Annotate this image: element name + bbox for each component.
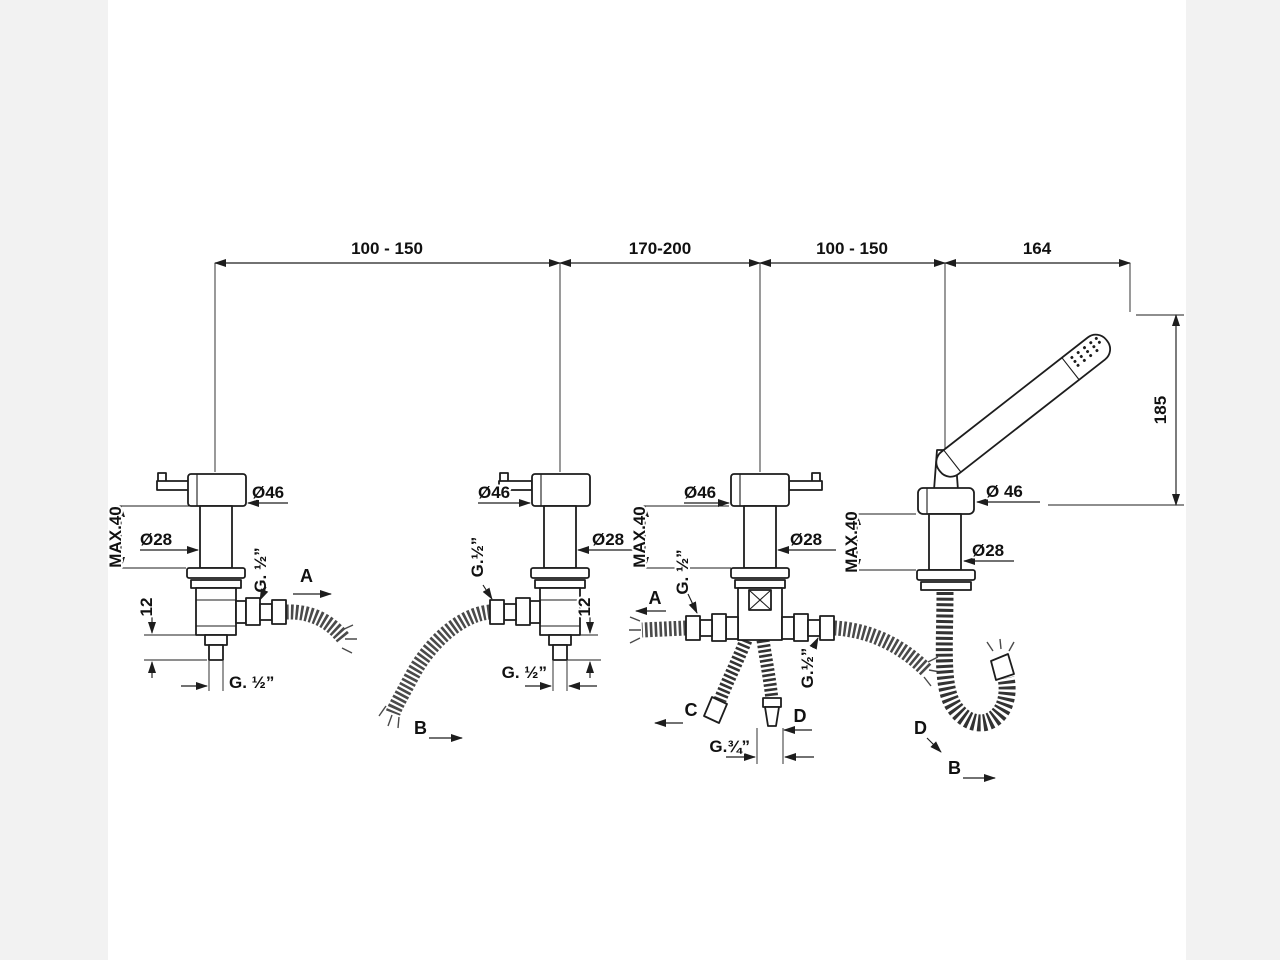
- handshower-port-d: D: [914, 718, 927, 738]
- valve-left-shank-diameter: Ø28: [140, 530, 172, 549]
- valve-middle-side-thread: G.½”: [468, 537, 487, 578]
- mixer: Ø46 Ø28 MAX.40 G. ½” A G.½” C D G.¾”: [628, 472, 941, 764]
- mixer-port-c: C: [685, 700, 698, 720]
- handshower: Ø 46 Ø28 MAX.40 D B: [840, 333, 1112, 782]
- valve-left: Ø46 Ø28 MAX.40 12 G. ½” A G. ½”: [104, 472, 357, 694]
- handshower-base-diameter: Ø 46: [986, 482, 1023, 501]
- height-dimension: 185: [1048, 314, 1184, 506]
- dim-height: 185: [1151, 396, 1170, 424]
- dim-span-4: 164: [1023, 239, 1052, 258]
- dim-span-2: 170-200: [629, 239, 691, 258]
- handshower-port-b: B: [948, 758, 961, 778]
- top-dimension-chain: 100 - 150 170-200 100 - 150 164: [214, 237, 1131, 472]
- mixer-left-thread: G. ½”: [673, 549, 692, 594]
- valve-left-port-a: A: [300, 566, 313, 586]
- mixer-max-thickness: MAX.40: [630, 506, 649, 567]
- valve-middle-body-diameter: Ø46: [478, 483, 510, 502]
- mixer-right-thread: G.½”: [798, 648, 817, 689]
- valve-left-side-thread: G. ½”: [251, 547, 270, 592]
- valve-middle-bottom-thread: G. ½”: [502, 663, 547, 682]
- mixer-port-a: A: [649, 588, 662, 608]
- drawing-canvas: [108, 0, 1186, 960]
- valve-left-max-thickness: MAX.40: [106, 506, 125, 567]
- handshower-shank-diameter: Ø28: [972, 541, 1004, 560]
- valve-middle-port-b: B: [414, 718, 427, 738]
- valve-left-body-diameter: Ø46: [252, 483, 284, 502]
- mixer-shank-diameter: Ø28: [790, 530, 822, 549]
- valve-middle: Ø46 Ø28 G.½” 12 G. ½” B: [378, 472, 638, 742]
- mixer-port-d: D: [794, 706, 807, 726]
- dim-span-1: 100 - 150: [351, 239, 423, 258]
- mixer-body-diameter: Ø46: [684, 483, 716, 502]
- dim-span-3: 100 - 150: [816, 239, 888, 258]
- valve-middle-thread-length: 12: [575, 598, 594, 617]
- valve-middle-shank-diameter: Ø28: [592, 530, 624, 549]
- shower-head: [935, 333, 1112, 478]
- handshower-max-thickness: MAX.40: [842, 511, 861, 572]
- mixer-bottom-thread: G.¾”: [709, 737, 750, 756]
- valve-left-bottom-thread: G. ½”: [229, 673, 274, 692]
- valve-left-thread-length: 12: [137, 598, 156, 617]
- spray-holes: [1070, 336, 1101, 367]
